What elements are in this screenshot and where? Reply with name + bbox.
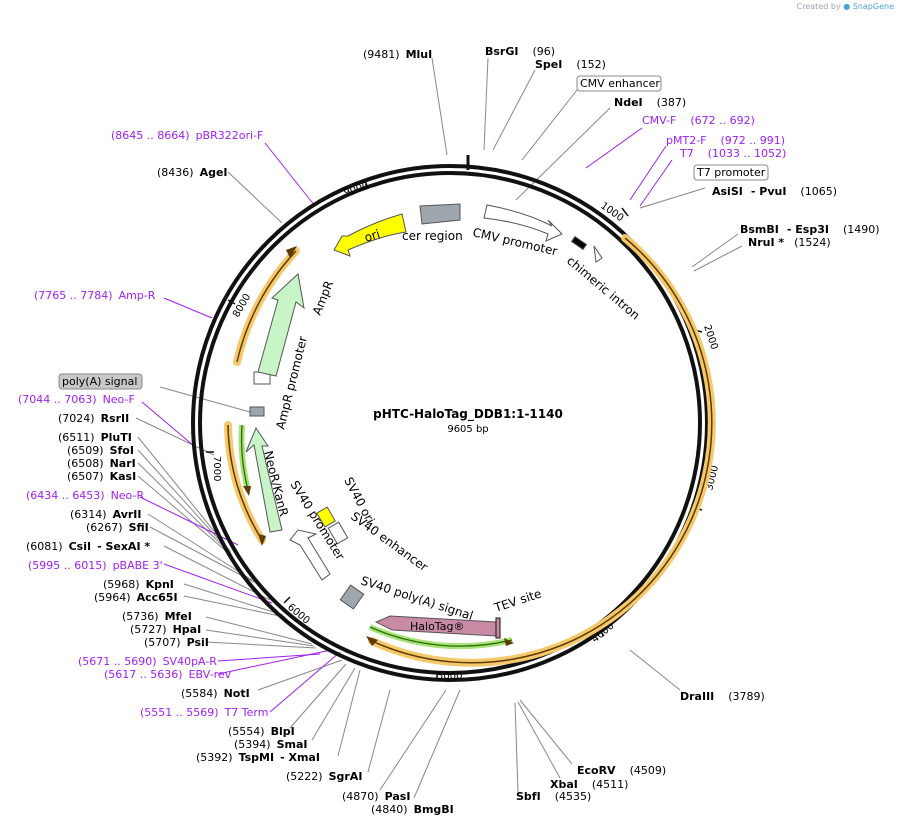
snapgene-credit: Created by ● SnapGene bbox=[797, 2, 894, 11]
feature-sv40-promoter: SV40 promoter bbox=[287, 478, 347, 562]
feature-ampr: AmpR bbox=[310, 279, 336, 317]
credit-brand: SnapGene bbox=[852, 2, 894, 11]
primer-t7: T7(1033 .. 1052) bbox=[679, 147, 786, 160]
cmv-enhancer-label: CMV enhancer bbox=[580, 77, 660, 90]
polya-signal-box bbox=[249, 406, 265, 417]
chimeric-intron bbox=[570, 235, 588, 251]
cmv-promoter-arrow bbox=[483, 204, 563, 242]
cer-region-box bbox=[419, 203, 461, 225]
site-draiii: DraIII(3789) bbox=[680, 690, 765, 703]
halotag-arrow bbox=[374, 615, 497, 637]
primer-cmv-f: CMV-F(672 .. 692) bbox=[642, 114, 755, 127]
t7-promoter-label: T7 promoter bbox=[696, 166, 766, 179]
plasmid-name: pHTC-HaloTag_DDB1:1-1140 bbox=[373, 407, 563, 422]
site-sfoi: (6509)SfoI bbox=[67, 444, 134, 457]
site-kpni: (5968)KpnI bbox=[103, 578, 174, 591]
feature-cer-region: cer region bbox=[402, 229, 463, 243]
primer-neo-r: (6434 .. 6453)Neo-R bbox=[26, 489, 144, 502]
site-csii: (6081)CsiI- SexAI * bbox=[26, 540, 150, 553]
tick-label: 2000 bbox=[701, 324, 719, 352]
site-hpai: (5727)HpaI bbox=[130, 623, 201, 636]
tick-label: 1000 bbox=[598, 200, 625, 224]
site-tspmi: (5392)TspMI- XmaI bbox=[196, 751, 320, 764]
backbone-inner bbox=[198, 171, 702, 675]
orf-arrowheads bbox=[243, 246, 514, 646]
primer-pbabe-3: (5995 .. 6015)pBABE 3' bbox=[28, 559, 163, 572]
feature-chimeric-intron: chimeric intron bbox=[564, 254, 642, 323]
site-ndei: NdeI(387) bbox=[614, 96, 686, 109]
sv40-polya-box bbox=[339, 584, 365, 610]
feature-ori: ori bbox=[363, 227, 382, 245]
neor-kanr-arrow bbox=[245, 426, 283, 533]
site-nari: (6508)NarI bbox=[67, 457, 136, 470]
polya-signal-label-box bbox=[58, 373, 143, 390]
primer-sv40pa-r: (5671 .. 5690)SV40pA-R bbox=[78, 655, 217, 668]
ampr-arrow bbox=[257, 273, 305, 377]
site-asisi: AsiSI- PvuI(1065) bbox=[712, 185, 837, 198]
site-bsmbi: BsmBI- Esp3I(1490) bbox=[740, 223, 880, 236]
restriction-sites: (9481)MluI BsrGI(96) SpeI(152) NdeI(387)… bbox=[26, 45, 880, 816]
site-sfii: (6267)SfiI bbox=[86, 521, 149, 534]
primer-pmt2-f: pMT2-F(972 .. 991) bbox=[666, 134, 785, 147]
sv40-promoter-arrow bbox=[289, 529, 331, 581]
backbone-outer bbox=[191, 164, 709, 682]
site-agei: (8436)AgeI bbox=[157, 166, 228, 179]
boxed-labels: CMV enhancer T7 promoter poly(A) signal bbox=[58, 75, 769, 390]
tev-site bbox=[495, 617, 501, 639]
site-mfei: (5736)MfeI bbox=[122, 610, 192, 623]
feature-tev-site: TEV site bbox=[492, 587, 544, 616]
sv40-enhancer-box bbox=[327, 521, 349, 545]
snapgene-logo-icon: ● bbox=[843, 2, 851, 11]
tick-label: 5000 bbox=[437, 671, 462, 682]
site-rsrii: (7024)RsrII bbox=[58, 412, 129, 425]
site-pluti: (6511)PluTI bbox=[58, 431, 132, 444]
site-sgrai: (5222)SgrAI bbox=[286, 770, 362, 783]
credit-prefix: Created by bbox=[796, 2, 841, 11]
primer-connectors bbox=[139, 127, 673, 713]
site-bmgbi: (4840)BmgBI bbox=[371, 803, 454, 816]
site-acc65i: (5964)Acc65I bbox=[94, 591, 178, 604]
site-sbfi: SbfI(4535) bbox=[516, 790, 591, 803]
connector-lines bbox=[135, 57, 743, 799]
site-nrui: NruI *(1524) bbox=[748, 236, 831, 249]
sv40-ori-box bbox=[316, 506, 336, 528]
feature-halotag: HaloTag® bbox=[410, 620, 464, 633]
cmv-enhancer-box bbox=[576, 75, 662, 92]
site-kasi: (6507)KasI bbox=[67, 470, 136, 483]
primer-neo-f: (7044 .. 7063)Neo-F bbox=[18, 393, 135, 406]
site-smai: (5394)SmaI bbox=[234, 738, 307, 751]
plasmid-length: 9605 bp bbox=[447, 424, 488, 435]
primer-amp-r: (7765 .. 7784)Amp-R bbox=[34, 289, 156, 302]
primer-ebv-rev: (5617 .. 5636)EBV-rev bbox=[104, 668, 232, 681]
ori-arrow bbox=[333, 213, 407, 257]
site-blpi: (5554)BlpI bbox=[228, 725, 295, 738]
chimeric-intron-arrow bbox=[593, 245, 603, 263]
tick-label: 9000 bbox=[343, 181, 371, 199]
site-noti: (5584)NotI bbox=[181, 687, 250, 700]
site-mlui: (9481)MluI bbox=[363, 48, 432, 61]
primer-labels: (8645 .. 8664)pBR322ori-F CMV-F(672 .. 6… bbox=[18, 114, 786, 719]
site-spei: SpeI(152) bbox=[535, 58, 606, 71]
site-psii: (5707)PsiI bbox=[144, 636, 209, 649]
feature-sv40-polya: SV40 poly(A) signal bbox=[359, 574, 475, 624]
primer-t7-term: (5551 .. 5569)T7 Term bbox=[140, 706, 268, 719]
site-bsrgi: BsrGI(96) bbox=[485, 45, 555, 58]
site-pasi: (4870)PasI bbox=[342, 790, 410, 803]
primer-pbr322ori-f: (8645 .. 8664)pBR322ori-F bbox=[111, 129, 263, 142]
polya-signal-label: poly(A) signal bbox=[62, 375, 137, 388]
site-avrii: (6314)AvrII bbox=[70, 508, 141, 521]
tick-label: 7000 bbox=[211, 456, 222, 481]
site-xbai: XbaI(4511) bbox=[550, 778, 628, 791]
feature-sv40-enhancer: SV40 enhancer bbox=[348, 509, 430, 574]
site-ecorv: EcoRV(4509) bbox=[577, 764, 666, 777]
t7-promoter-box bbox=[693, 164, 769, 181]
feature-shapes bbox=[245, 203, 603, 639]
